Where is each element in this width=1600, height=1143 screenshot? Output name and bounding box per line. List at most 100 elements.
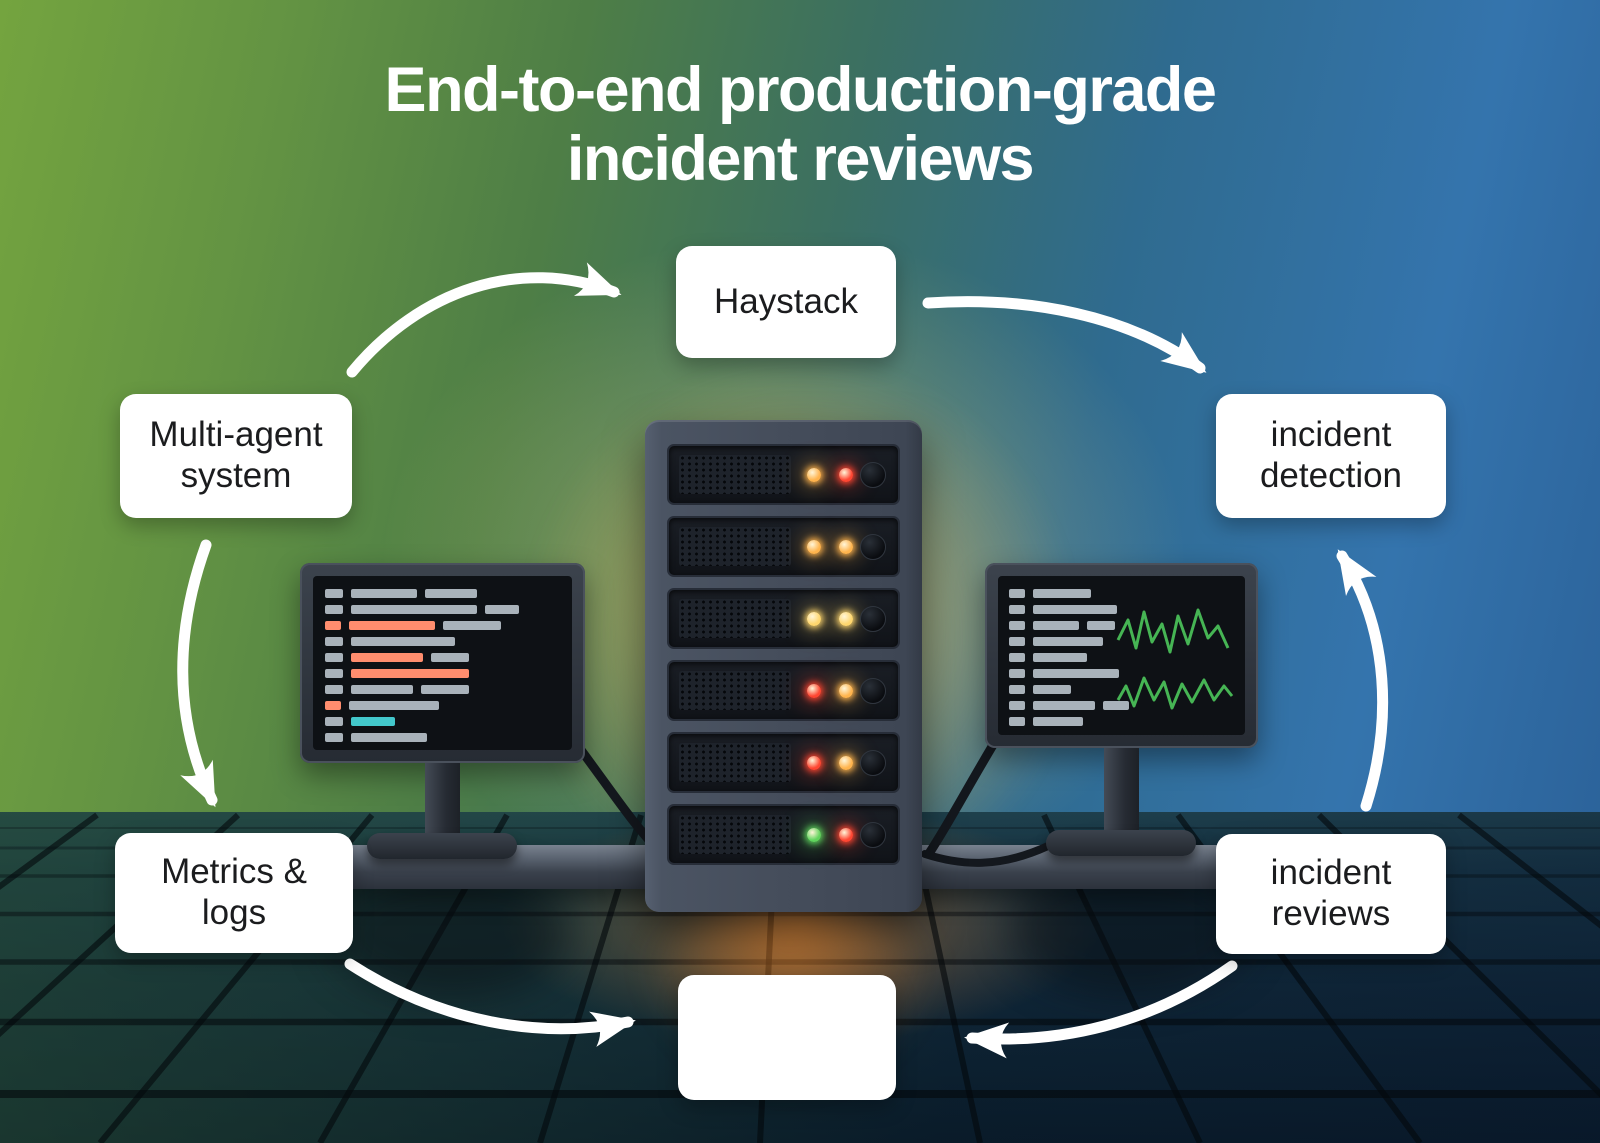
right-monitor-screen (998, 576, 1245, 735)
screen-bar (1033, 637, 1103, 646)
screen-line (325, 733, 560, 742)
screen-line (325, 653, 560, 662)
screen-bar (325, 653, 343, 662)
server-unit (667, 444, 900, 505)
server-vent (679, 455, 791, 494)
server-led-red (839, 827, 853, 842)
screen-line (325, 589, 560, 598)
server-vent (679, 815, 791, 854)
server-knob (860, 677, 886, 704)
server-vent (679, 527, 791, 566)
screen-line (1009, 605, 1117, 614)
page-title-line-2: incident reviews (566, 124, 1035, 195)
screen-bar (349, 621, 435, 630)
screen-line (1009, 621, 1115, 630)
screen-bar (1087, 621, 1115, 630)
right-monitor-lines (998, 576, 1129, 735)
server-led-amber (807, 467, 821, 482)
node-incident-detection: incident detection (1216, 394, 1446, 518)
screen-bar (1033, 605, 1117, 614)
server-rack (645, 420, 922, 912)
screen-bar (351, 733, 427, 742)
screen-bar (351, 653, 423, 662)
node-multi-agent-label: Multi-agent system (149, 415, 323, 495)
page-title: End-to-end production-grade incident rev… (0, 55, 1600, 195)
node-bottom-center (678, 975, 896, 1100)
right-monitor-graph (1116, 582, 1234, 735)
server-knob (860, 605, 886, 632)
graph-trace-1 (1116, 608, 1230, 654)
screen-bar (325, 605, 343, 614)
server-led-amber (839, 755, 853, 770)
screen-bar (425, 589, 477, 598)
arrow-incident-reviews-to-incident-detection (1336, 549, 1389, 812)
server-led-amber (839, 539, 853, 554)
screen-bar (1009, 621, 1025, 630)
screen-bar (431, 653, 469, 662)
screen-line (1009, 653, 1108, 662)
server-knob (860, 749, 886, 776)
screen-line (325, 701, 560, 710)
server-unit (667, 588, 900, 649)
screen-bar (1033, 621, 1079, 630)
screen-bar (325, 589, 343, 598)
screen-bar (1033, 701, 1095, 710)
screen-bar (1009, 685, 1025, 694)
screen-line (1009, 717, 1108, 726)
arrow-multi-agent-to-haystack (346, 262, 622, 378)
screen-bar (1033, 589, 1091, 598)
server-led-red (839, 467, 853, 482)
server-rack-units (667, 444, 900, 865)
screen-bar (351, 685, 413, 694)
screen-line (325, 669, 560, 678)
server-led-red (807, 755, 821, 770)
left-monitor (300, 563, 585, 763)
screen-bar (325, 621, 341, 630)
screen-bar (351, 717, 395, 726)
screen-bar (1009, 637, 1025, 646)
screen-bar (325, 637, 343, 646)
left-monitor-frame (300, 563, 585, 763)
arrow-haystack-to-incident-detection (922, 296, 1207, 374)
screen-bar (485, 605, 519, 614)
screen-bar (1009, 669, 1025, 678)
screen-bar (325, 701, 341, 710)
screen-line (1009, 701, 1129, 710)
server-led-red (807, 683, 821, 698)
screen-bar (351, 669, 469, 678)
screen-bar (443, 621, 501, 630)
screen-line (1009, 637, 1108, 646)
screen-bar (351, 605, 477, 614)
screen-bar (1033, 653, 1087, 662)
screen-bar (1009, 701, 1025, 710)
server-led-amber (807, 539, 821, 554)
screen-bar (1009, 653, 1025, 662)
server-led-yellow (839, 611, 853, 626)
server-led-amber (839, 683, 853, 698)
screen-line (1009, 669, 1119, 678)
screen-bar (1103, 701, 1129, 710)
screen-line (325, 717, 560, 726)
server-knob (860, 461, 886, 488)
screen-bar (325, 685, 343, 694)
screen-bar (325, 669, 343, 678)
screen-bar (351, 637, 455, 646)
server-unit (667, 804, 900, 865)
page-title-line-1: End-to-end production-grade (384, 55, 1217, 125)
right-monitor (985, 563, 1258, 748)
screen-line (325, 685, 560, 694)
server-led-green (807, 827, 821, 842)
left-monitor-screen (313, 576, 572, 750)
server-knob (860, 533, 886, 560)
server-unit (667, 660, 900, 721)
node-metrics-logs: Metrics & logs (115, 833, 353, 953)
screen-bar (349, 701, 439, 710)
screen-bar (421, 685, 469, 694)
node-incident-reviews-label: incident reviews (1270, 853, 1392, 933)
screen-line (325, 637, 560, 646)
screen-bar (1033, 669, 1119, 678)
screen-bar (351, 589, 417, 598)
screen-line (1009, 589, 1108, 598)
right-monitor-stand (1104, 748, 1139, 836)
node-incident-reviews: incident reviews (1216, 834, 1446, 954)
